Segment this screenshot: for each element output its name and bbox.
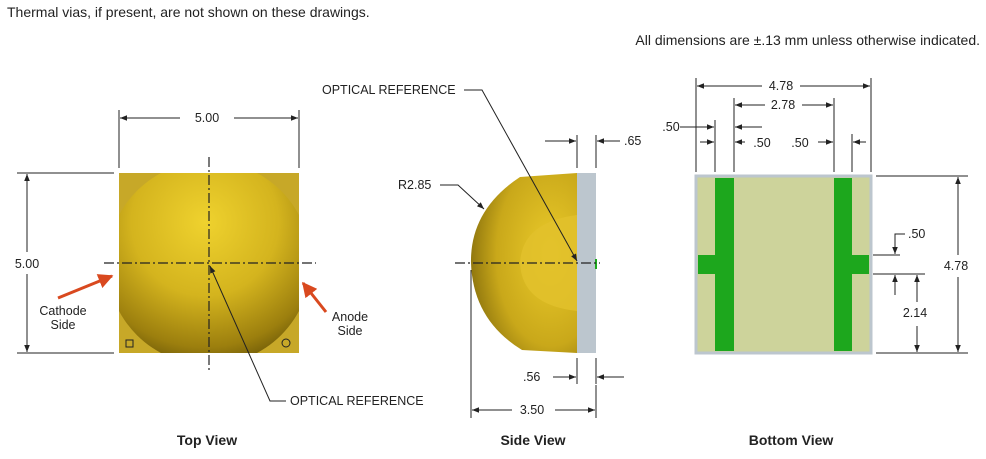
top-width-dim: 5.00 (195, 111, 219, 125)
anode-label-line1: Anode (332, 310, 368, 324)
side-view-caption: Side View (500, 432, 565, 448)
tolerance-note: All dimensions are ±.13 mm unless otherw… (635, 32, 980, 48)
cathode-label-line2: Side (50, 318, 75, 332)
bottom-view-caption: Bottom View (749, 432, 834, 448)
bottom-inner-width-dim: 2.78 (771, 98, 795, 112)
left-pad-tab (698, 255, 717, 274)
bottom-right-pad-width-dim: .50 (791, 136, 808, 150)
anode-mark-icon (281, 338, 291, 348)
bottom-tab-offset-dim: 2.14 (903, 306, 927, 320)
side-width-dim: 3.50 (520, 403, 544, 417)
bottom-overall-height-dim: 4.78 (944, 259, 968, 273)
cathode-mark-icon (125, 339, 134, 348)
side-radius-dim: R2.85 (398, 178, 431, 192)
side-offset-dim: .56 (523, 370, 540, 384)
side-substrate-dim: .65 (624, 134, 641, 148)
cathode-label-line1: Cathode (39, 304, 86, 318)
left-contact-pad (715, 178, 734, 351)
bottom-tab-height-dim: .50 (908, 227, 925, 241)
bottom-overall-width-dim: 4.78 (769, 79, 793, 93)
right-contact-pad (834, 178, 852, 351)
bottom-left-margin-dim: .50 (662, 120, 679, 134)
bottom-view: 4.78 2.78 .50 .50 .50 4.78 .50 (662, 78, 968, 448)
top-height-dim: 5.00 (15, 257, 39, 271)
side-view: .65 R2.85 OPTICAL REFERENCE .56 3.50 Sid… (322, 83, 641, 448)
top-view-caption: Top View (177, 432, 237, 448)
anode-label-line2: Side (337, 324, 362, 338)
right-pad-tab (850, 255, 869, 274)
top-view: 5.00 5.00 Cathode Side Anode Side OPTICA… (15, 110, 424, 448)
anode-arrow-icon (301, 281, 328, 313)
side-optical-reference-label: OPTICAL REFERENCE (322, 83, 456, 97)
cathode-arrow-icon (57, 274, 114, 300)
thermal-vias-note: Thermal vias, if present, are not shown … (7, 4, 370, 20)
top-optical-reference-label: OPTICAL REFERENCE (290, 394, 424, 408)
bottom-left-pad-width-dim: .50 (753, 136, 770, 150)
